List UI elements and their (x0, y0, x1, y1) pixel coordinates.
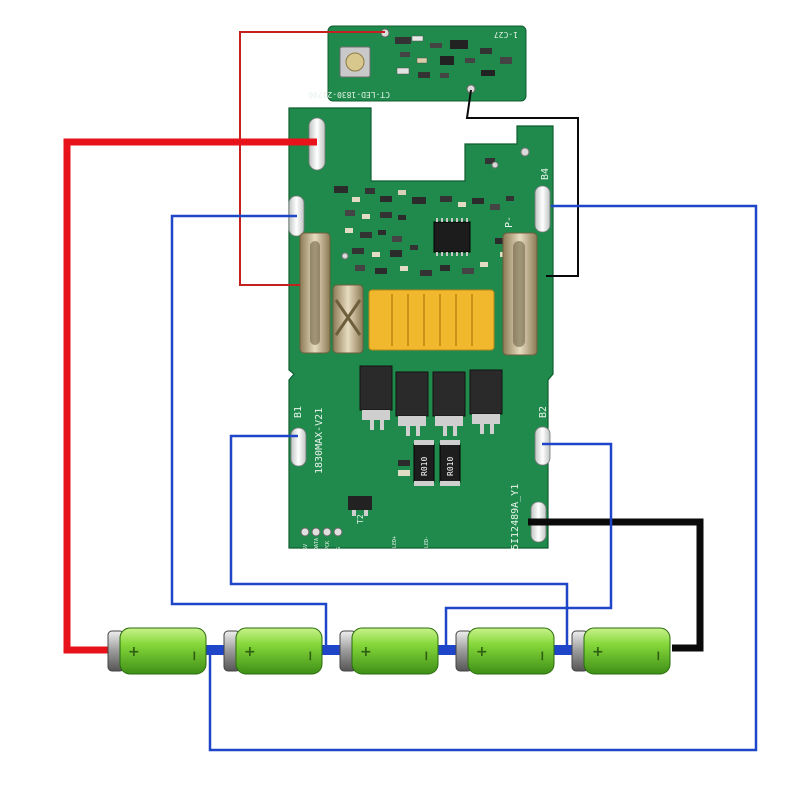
controller-ic (433, 218, 471, 256)
led-board-code-label: 1-C27 (494, 30, 518, 39)
mosfet-array (359, 365, 503, 436)
main-board-batch-label: 5I12489A_Y1 (510, 484, 521, 550)
negative-main-wire (528, 518, 704, 652)
cell-4-minus: − (534, 650, 550, 662)
data-header: 5V DATA PCK G (300, 527, 343, 550)
cell-3-plus: + (360, 644, 372, 660)
header-pin-3-label: PCK (325, 541, 331, 550)
led-red-wire (239, 31, 385, 286)
led-black-wire (465, 89, 579, 277)
battery-cell-5: + − (571, 627, 671, 675)
led-plus-label: LED+ (392, 536, 398, 548)
cell-5-plus: + (592, 644, 604, 660)
b1-pad (290, 427, 307, 467)
push-button-icon (339, 46, 371, 78)
cell-3-minus: − (418, 650, 434, 662)
led-board: CT-LED-1830-21700 1-C27 (308, 25, 527, 102)
b2-label: B2 (538, 406, 549, 418)
cell-1-minus: − (186, 650, 202, 662)
main-pcb: B4 (288, 107, 554, 550)
battery-cells: + − + − + − + − + − (107, 627, 671, 675)
led-board-model-label: CT-LED-1830-21700 (308, 90, 390, 99)
sense-resistor-2-label: R010 (446, 457, 455, 476)
battery-cell-2: + − (223, 627, 323, 675)
main-board-model-label: 1830MAX-V21 (314, 408, 325, 474)
header-pin-4-label: G (336, 547, 342, 550)
cell-2-minus: − (302, 650, 318, 662)
right-terminal-clip (502, 232, 538, 356)
b2-pad (534, 426, 551, 466)
cell-2-plus: + (244, 644, 256, 660)
yellow-connector (368, 289, 495, 351)
p-minus-label: P- (504, 216, 515, 228)
sense-resistor-1-label: R010 (420, 457, 429, 476)
b1-label: B1 (293, 406, 304, 418)
cell-1-plus: + (128, 644, 140, 660)
t2-label: T2 (356, 514, 365, 524)
left-terminal-clip (299, 232, 331, 354)
balance-wire-b1 (229, 434, 569, 650)
balance-wire-left-upper (170, 214, 328, 650)
sense-resistors: R010 R010 (398, 440, 461, 486)
header-pin-1-label: 5V (303, 544, 309, 550)
t2-transistor (348, 496, 372, 516)
battery-cell-4: + − (455, 627, 555, 675)
balance-wire-b2 (444, 442, 613, 650)
smd-components (334, 147, 530, 276)
left-x-clip (332, 284, 364, 354)
b4-label: B4 (540, 168, 551, 180)
battery-cell-3: + − (339, 627, 439, 675)
wires (63, 31, 758, 752)
positive-main-wire (63, 138, 317, 654)
balance-wire-b4 (208, 204, 758, 752)
cell-5-minus: − (650, 650, 666, 662)
led-minus-label: LED- (424, 536, 430, 548)
b4-pad (534, 185, 551, 233)
battery-cell-1: + − (107, 627, 207, 675)
cell-4-plus: + (476, 644, 488, 660)
header-pin-2-label: DATA (314, 538, 320, 550)
